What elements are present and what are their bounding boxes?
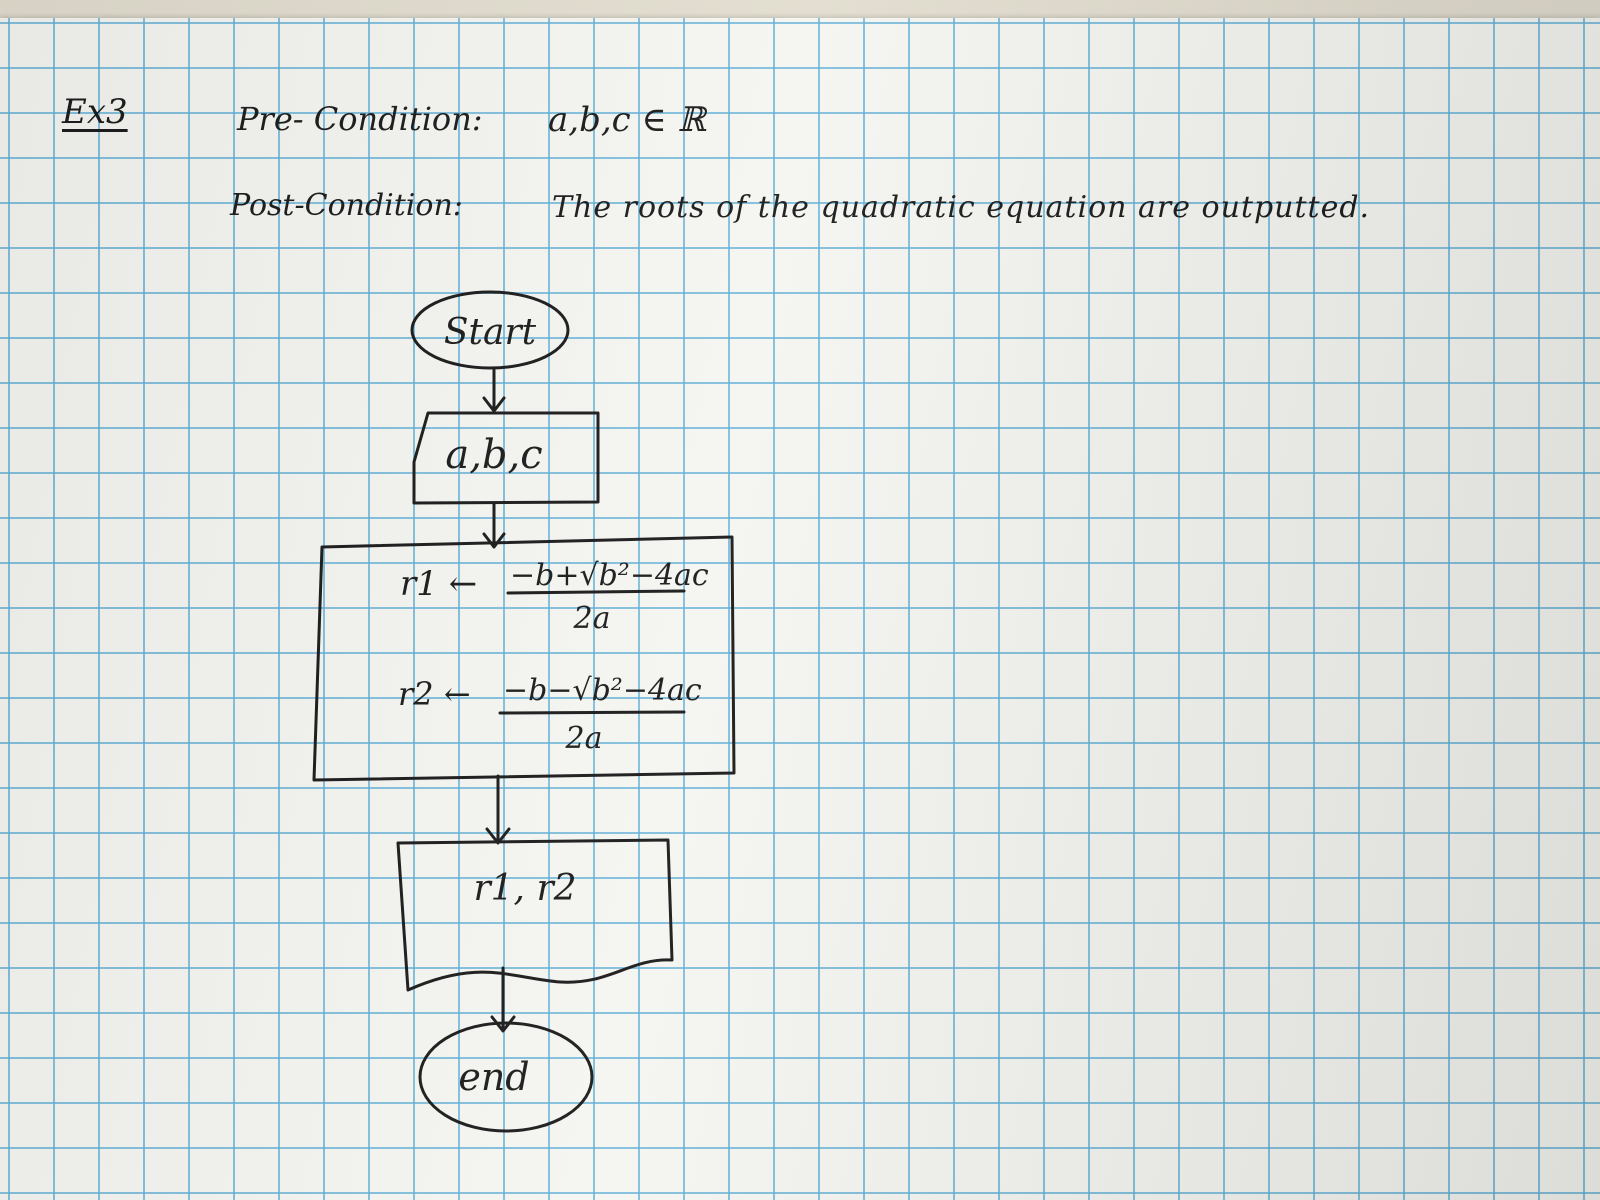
r1-assign: r1 ← <box>400 564 477 604</box>
arrow-process-to-output <box>485 774 511 845</box>
arrow-start-to-input <box>482 368 506 413</box>
r2-assign: r2 ← <box>398 675 471 713</box>
pre-condition-value: a,b,c ∈ ℝ <box>548 100 706 140</box>
r1-numerator: −b+√b²−4ac <box>510 558 709 593</box>
end-terminator <box>418 1021 594 1133</box>
underlying-page-strip <box>0 0 1600 22</box>
graph-paper-sheet <box>0 18 1600 1200</box>
r1-denominator: 2a <box>573 601 611 636</box>
post-condition-value: The roots of the quadratic equation are … <box>552 190 1371 225</box>
pre-condition-label: Pre- Condition: <box>237 100 483 138</box>
start-terminator <box>410 290 570 370</box>
r2-numerator: −b−√b²−4ac <box>503 673 702 708</box>
r2-fraction-bar <box>498 710 686 715</box>
input-label: a,b,c <box>445 432 542 478</box>
arrow-input-to-process <box>482 501 506 549</box>
r2-denominator: 2a <box>565 721 603 756</box>
process-box <box>312 535 736 782</box>
output-box <box>396 838 674 992</box>
start-label: Start <box>444 312 537 353</box>
post-condition-label: Post-Condition: <box>230 188 463 223</box>
exercise-label: Ex3 <box>62 92 128 132</box>
r1-fraction-bar <box>506 589 686 595</box>
input-box <box>412 411 600 505</box>
end-label: end <box>458 1055 529 1099</box>
output-label: r1, r2 <box>473 868 576 909</box>
